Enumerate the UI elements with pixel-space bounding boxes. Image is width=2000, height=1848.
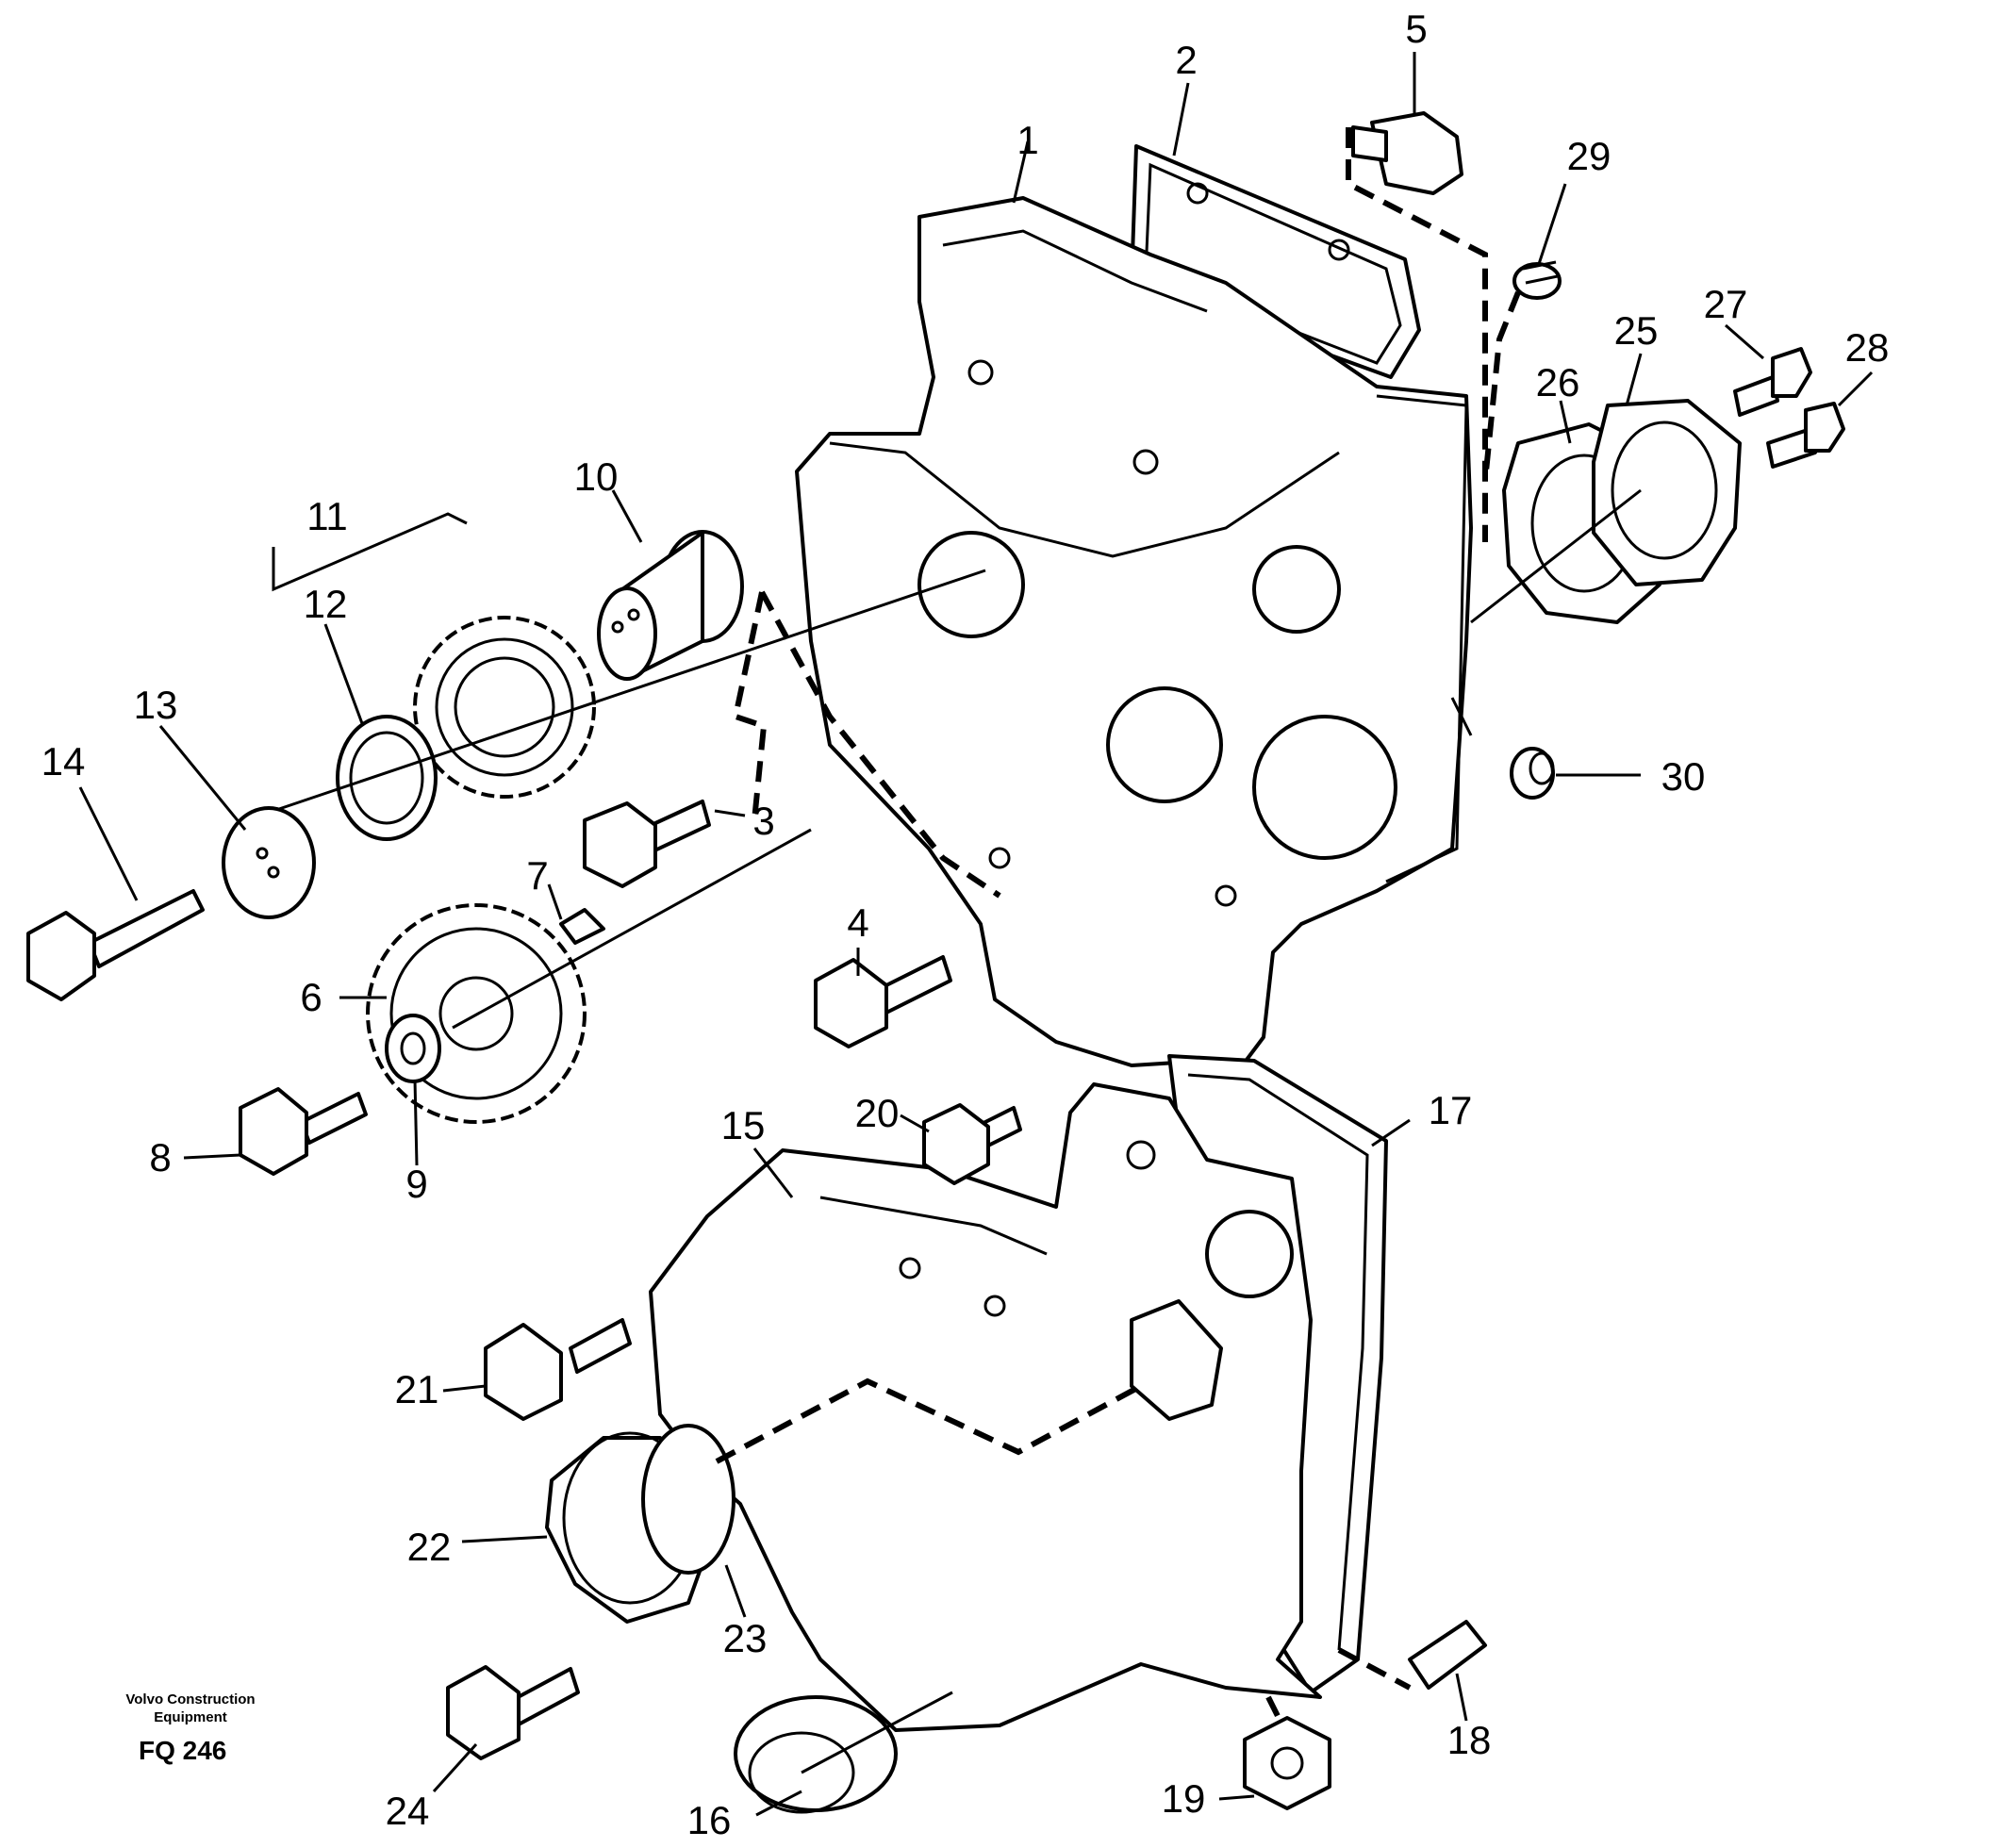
part-20-bolt (922, 1103, 1022, 1185)
callout-5: 5 (1405, 7, 1427, 51)
callout-20: 20 (855, 1091, 900, 1135)
callout-2: 2 (1175, 38, 1197, 82)
part-3-bolt (583, 800, 711, 888)
callout-25: 25 (1614, 308, 1659, 353)
part-7-key (559, 908, 605, 945)
callout-29: 29 (1567, 134, 1612, 178)
callout-10: 10 (574, 454, 619, 499)
callout-26: 26 (1536, 360, 1580, 404)
callout-22: 22 (407, 1525, 452, 1569)
part-13-washer (222, 806, 316, 919)
dash-bolt-3 (732, 591, 768, 821)
part-1-timing-housing (795, 196, 1473, 1077)
callout-15: 15 (721, 1103, 766, 1147)
dash-shaft-10 (759, 590, 1001, 899)
part-4-bolt (814, 955, 952, 1048)
part-27-bolt (1733, 347, 1812, 417)
part-9-washer (385, 1014, 441, 1083)
credit-line-2: Equipment (154, 1709, 227, 1725)
callout-12: 12 (304, 582, 348, 626)
part-29-plug (1482, 260, 1562, 482)
part-5-plug (1346, 111, 1488, 542)
part-19-nut (1243, 1695, 1331, 1810)
callout-27: 27 (1704, 282, 1748, 326)
callout-24: 24 (386, 1789, 430, 1833)
part-23-gasket (641, 1424, 736, 1575)
callout-8: 8 (149, 1135, 171, 1180)
part-25-cover (1592, 399, 1742, 586)
part-24-bolt (446, 1665, 580, 1760)
callout-19: 19 (1162, 1776, 1206, 1821)
part-12-bushing (336, 715, 438, 841)
part-8-bolt (239, 1087, 368, 1176)
callout-13: 13 (134, 683, 178, 727)
part-21-bolt (484, 1318, 632, 1421)
callout-16: 16 (687, 1798, 732, 1842)
axis-line-upper-gears (273, 569, 986, 813)
part-11-gear (413, 616, 596, 799)
callout-7: 7 (526, 853, 548, 898)
part-16-seal (734, 1695, 898, 1814)
callout-6: 6 (300, 975, 322, 1019)
part-18-stud (1337, 1620, 1487, 1691)
part-28-bolt (1766, 402, 1845, 469)
callout-21: 21 (395, 1367, 439, 1411)
callout-18: 18 (1447, 1718, 1492, 1762)
part-14-bolt (26, 889, 205, 1001)
credit-block: Volvo Construction Equipment FQ 246 (125, 1691, 255, 1765)
callout-labels: 1 2 3 4 5 6 7 8 9 10 11 12 13 14 15 16 1… (41, 7, 1890, 1842)
callout-30: 30 (1661, 754, 1706, 799)
callout-leaders (78, 52, 1874, 1817)
axis-line-gear-6 (452, 828, 812, 1030)
part-15-front-cover (649, 1082, 1322, 1732)
callout-14: 14 (41, 739, 86, 784)
callout-1: 1 (1017, 118, 1038, 162)
part-10-shaft (597, 530, 744, 681)
callout-17: 17 (1429, 1088, 1473, 1132)
callout-23: 23 (723, 1616, 768, 1660)
callout-11: 11 (306, 494, 348, 538)
axis-line-cover (1470, 488, 1642, 624)
callout-4: 4 (847, 900, 868, 945)
axis-line-seal (801, 1691, 953, 1774)
credit-line-1: Volvo Construction (125, 1691, 255, 1708)
callout-3: 3 (752, 799, 774, 843)
callout-9: 9 (405, 1162, 427, 1206)
callout-28: 28 (1845, 325, 1890, 370)
figure-code: FQ 246 (139, 1736, 226, 1765)
part-30-ring (1510, 747, 1555, 800)
